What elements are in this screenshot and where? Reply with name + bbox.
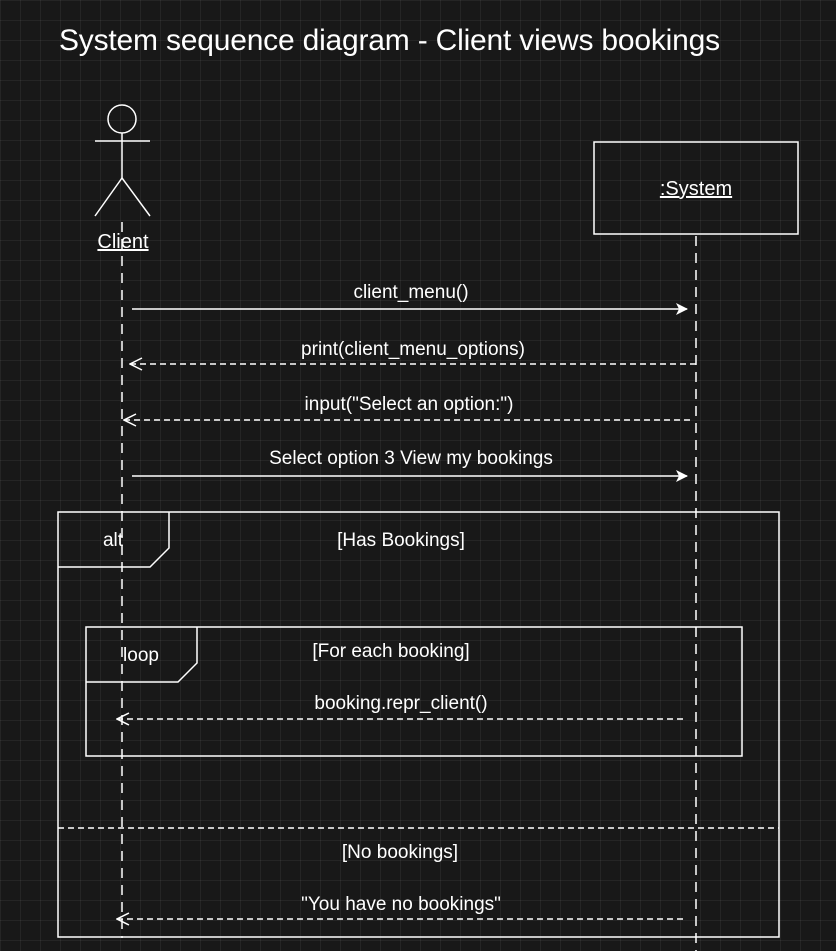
loop-fragment-label: loop [123,645,159,666]
message-label: "You have no bookings" [301,894,501,915]
loop-fragment-tab [86,627,198,683]
client-actor-icon [94,104,151,217]
message-label: client_menu() [353,282,468,303]
system-participant-label: :System [660,178,732,200]
loop-fragment [85,626,743,757]
alt-fragment-tab [58,512,170,568]
message-label: print(client_menu_options) [301,339,525,360]
alt-guard-no-bookings: [No bookings] [342,842,458,863]
alt-guard-has-bookings: [Has Bookings] [337,530,465,551]
alt-fragment-label: alt [103,530,124,551]
message-label: Select option 3 View my bookings [269,448,553,469]
diagram-title: System sequence diagram - Client views b… [59,24,720,57]
loop-guard: [For each booking] [312,641,469,662]
system-participant-box [593,141,799,235]
alt-fragment [57,511,780,938]
message-label: booking.repr_client() [314,693,487,714]
message-label: input("Select an option:") [305,394,514,415]
client-actor-label: Client [97,231,149,253]
